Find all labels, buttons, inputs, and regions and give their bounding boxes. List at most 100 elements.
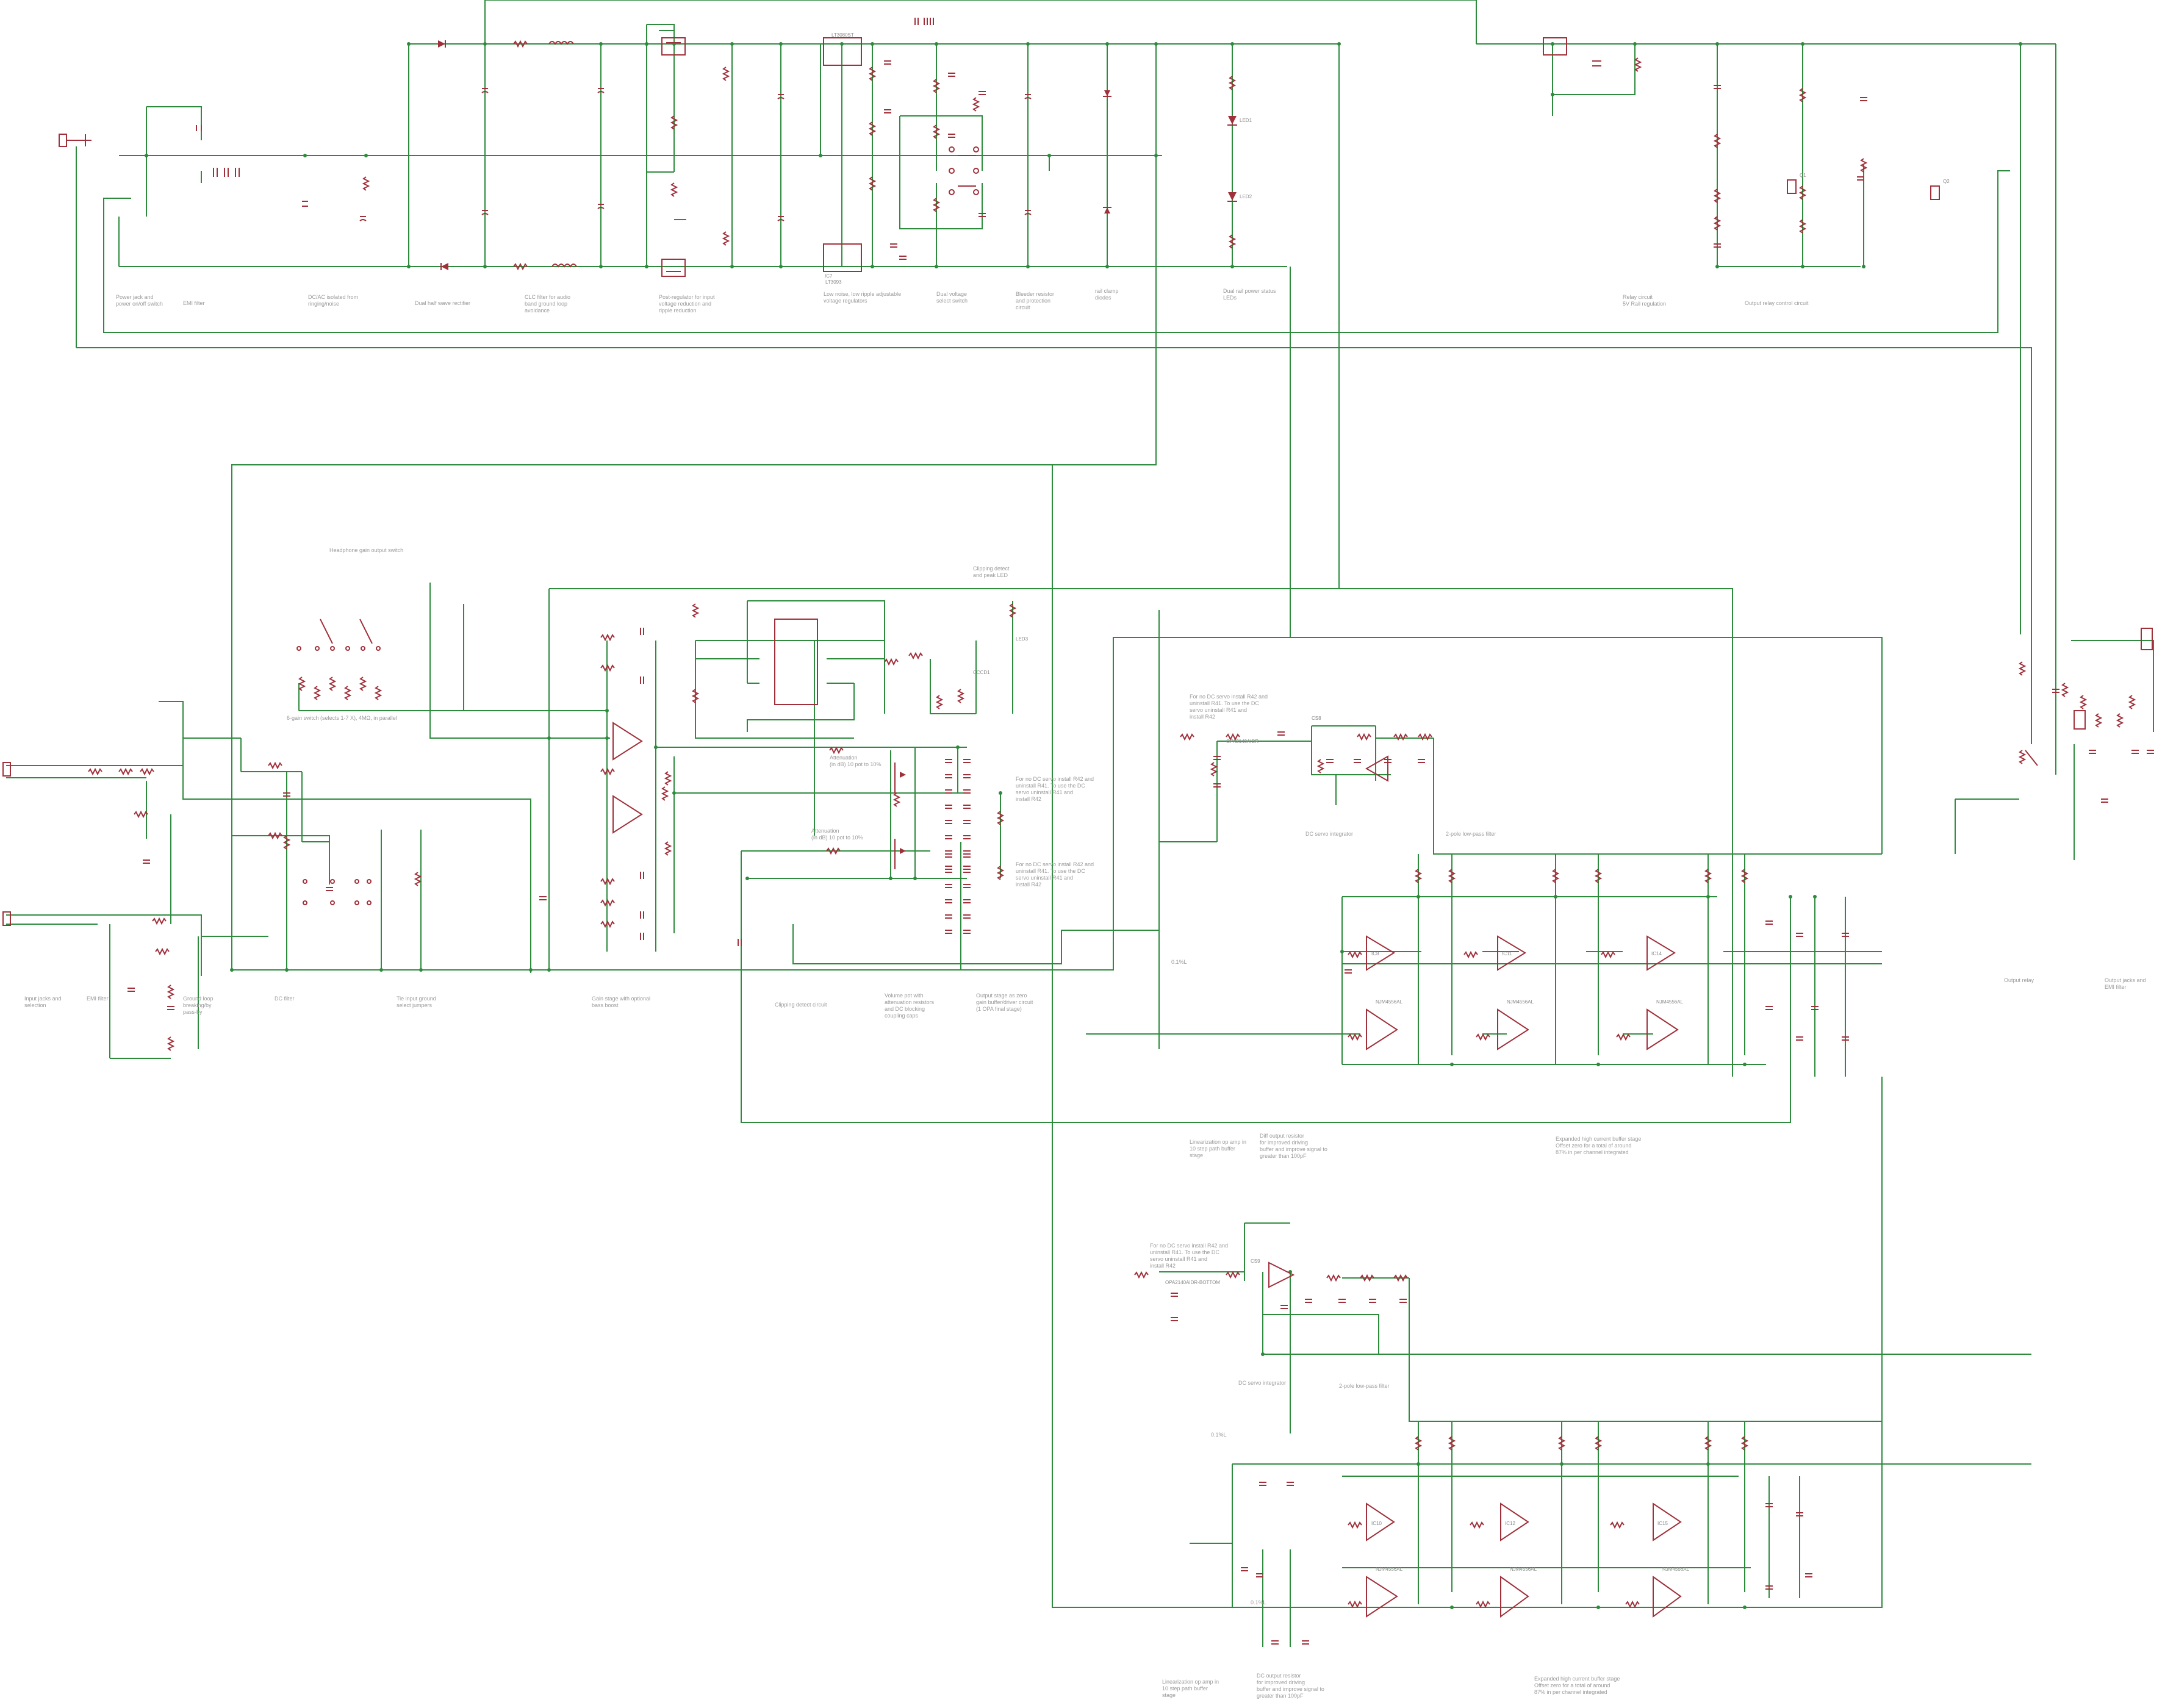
wire-junction (935, 42, 938, 46)
wire-junction (1813, 895, 1817, 899)
note-attenuator2: Attenuation(in dB) 10 pot to 10% (811, 828, 863, 841)
note-line: and peak LED (973, 572, 1008, 578)
capacitor (948, 73, 955, 77)
wire-junction (1862, 265, 1865, 268)
resistor (1470, 1521, 1484, 1529)
label-cs9: CS9 (1251, 1258, 1260, 1264)
capacitor (1213, 783, 1221, 788)
note-line: Post-regulator for input (659, 294, 715, 300)
wire-junction (730, 265, 734, 268)
note-line: Headphone gain output switch (329, 547, 403, 553)
resistor (343, 686, 352, 700)
capacitor (963, 930, 971, 934)
wire-junction (599, 42, 603, 46)
note-line: 0.1%L (1171, 959, 1187, 965)
resistor (1348, 1600, 1362, 1609)
capacitor (945, 884, 952, 888)
label-ic8: IC8 (1371, 951, 1379, 956)
resistor (2061, 683, 2069, 697)
note-line: pass-by (183, 1009, 203, 1015)
resistor (957, 689, 965, 703)
capacitor (1326, 759, 1334, 763)
capacitor (326, 887, 333, 891)
capacitor (1811, 1006, 1819, 1010)
wire-junction (1047, 154, 1051, 157)
capacitor (1765, 1006, 1773, 1010)
label-ic15: IC15 (1657, 1521, 1668, 1526)
note-line: Power jack and (116, 294, 154, 300)
note-line: diodes (1095, 295, 1111, 301)
resistor (359, 676, 367, 691)
wire-junction (364, 154, 368, 157)
wire-junction (1633, 42, 1637, 46)
note-line: attenuation resistors (885, 999, 935, 1005)
capacitor (945, 820, 952, 824)
note-line: circuit (1016, 304, 1030, 310)
wire-junction (999, 791, 1002, 795)
note-line: Diff output resistor (1260, 1133, 1304, 1139)
resistor (1316, 759, 1325, 773)
resistor (1610, 1521, 1625, 1529)
wire-junction (654, 745, 658, 749)
capacitor (963, 884, 971, 888)
resistor (1357, 733, 1371, 741)
passive-components (88, 18, 2154, 1645)
note-attenuator: Attenuation(in dB) 10 pot to 10% (830, 755, 882, 767)
resistor (1740, 869, 1749, 883)
capacitor (945, 805, 952, 809)
capacitor (1765, 920, 1773, 925)
resistor (1448, 869, 1456, 883)
inductor-bottom (551, 264, 577, 268)
gain-select-switch (296, 619, 381, 651)
resistor (661, 786, 669, 801)
wire-junction (547, 968, 551, 972)
wire-junction (1417, 1462, 1420, 1466)
capacitor (2052, 689, 2059, 693)
note-line: greater than 100pF (1260, 1153, 1307, 1159)
wire-junction (1706, 895, 1710, 899)
note-line: uninstall R41. To use the DC (1190, 700, 1259, 706)
component-labels: LT3080ST LT3093 IC7 LED1 LED2 LED3 CCCD1… (825, 32, 1950, 1572)
note-line: Linearization op amp in (1190, 1139, 1246, 1145)
power-jack (59, 134, 92, 147)
resistor (600, 920, 615, 928)
note-line: ringing/noise (308, 301, 339, 307)
buffer-opamp-h (1500, 1502, 1529, 1541)
label-buf-e: NJM4556AL (1510, 1566, 1537, 1572)
note-line: 6-gain switch (selects 1-7 X), 4MΩ, in p… (287, 715, 397, 721)
capacitor (1287, 1482, 1294, 1486)
resistor (152, 917, 167, 925)
capacitor (963, 899, 971, 903)
note-line: Attenuation (811, 828, 839, 834)
note-line: selection (24, 1002, 46, 1008)
capacitor (963, 914, 971, 919)
capacitor (2089, 750, 2096, 754)
resistor (600, 633, 615, 642)
resistor (664, 841, 672, 856)
resistor (1594, 1436, 1603, 1451)
capacitor (1259, 1482, 1266, 1486)
wire-junction (1715, 265, 1719, 268)
wire-junction (840, 42, 844, 46)
resistor (1226, 1271, 1240, 1279)
resistor (1476, 1033, 1490, 1041)
dc-servo-opamp-top (1365, 755, 1388, 782)
wire-junction (1026, 42, 1030, 46)
resistor (2094, 713, 2103, 728)
resistor (2128, 695, 2136, 709)
buffer-opamp-l (1653, 1576, 1682, 1618)
label-ic11: IC11 (1502, 951, 1512, 956)
note-line: Ground loop (183, 996, 214, 1002)
note-line: and DC blocking (885, 1006, 925, 1012)
wire-junction (1743, 1606, 1747, 1609)
capacitor (914, 18, 919, 25)
note-zero-vu-b: 0.1%L (1211, 1432, 1227, 1438)
resistor (1348, 950, 1362, 959)
input-jack-a (2, 762, 11, 777)
resistor (972, 97, 980, 112)
